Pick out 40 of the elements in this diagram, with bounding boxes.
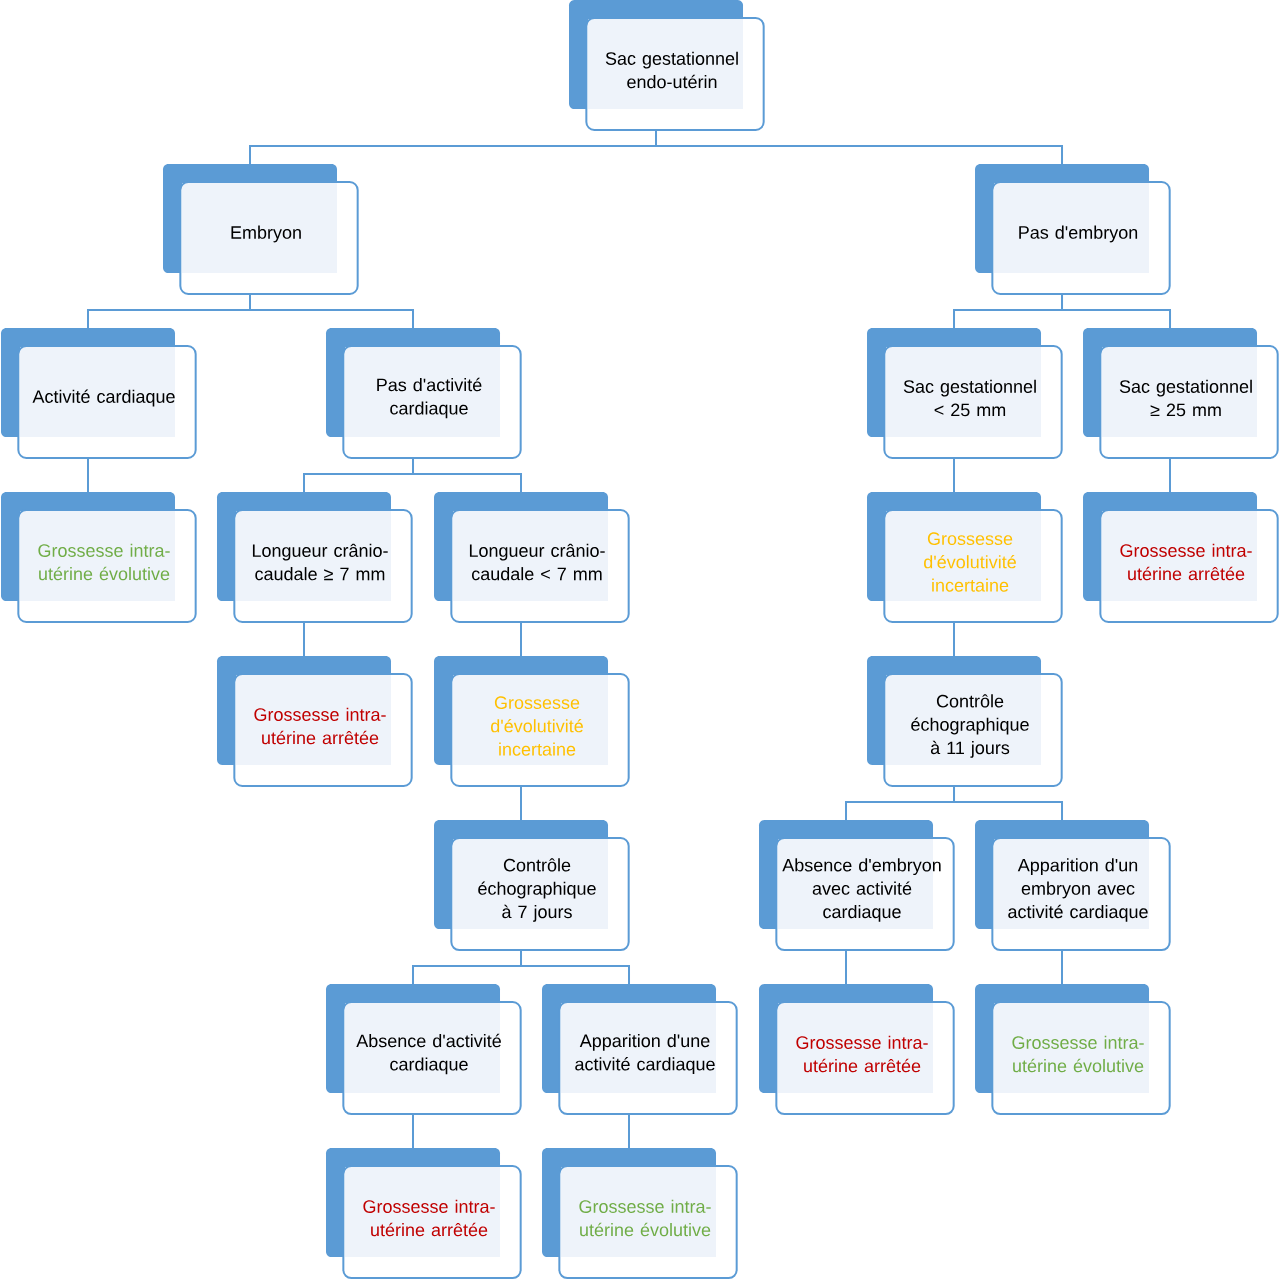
process-box: Grossesse intra-utérine évolutive: [1, 492, 197, 623]
process-box: Grossesse intra-utérine évolutive: [975, 984, 1171, 1115]
process-box: Pas d'embryon: [975, 164, 1171, 295]
connector-line: [628, 1113, 630, 1149]
process-box: Apparition d'un embryon avec activité cardiaque: [975, 820, 1171, 951]
connector-line: [953, 457, 955, 493]
connector-line: [520, 785, 522, 821]
connector-line: [1169, 457, 1171, 493]
connector-line: [953, 785, 1063, 821]
connector-line: [87, 457, 89, 493]
process-box: Longueur crânio-caudale ≥ 7 mm: [217, 492, 413, 623]
process-box: Grossesse intra-utérine évolutive: [542, 1148, 738, 1279]
connector-line: [303, 621, 305, 657]
connector-line: [845, 949, 847, 985]
connector-line: [520, 949, 630, 985]
process-box: Grossesse intra-utérine arrêtée: [217, 656, 413, 787]
process-box: Longueur crânio-caudale < 7 mm: [434, 492, 630, 623]
process-box: Grossesse d'évolutivité incertaine: [434, 656, 630, 787]
process-box: Contrôle échographique à 7 jours: [434, 820, 630, 951]
connector-line: [520, 621, 522, 657]
process-box: Activité cardiaque: [1, 328, 197, 459]
connector-line: [953, 621, 955, 657]
process-box: Absence d'embryon avec activité cardiaque: [759, 820, 955, 951]
process-box: Sac gestationnel ≥ 25 mm: [1083, 328, 1279, 459]
process-box: Grossesse intra-utérine arrêtée: [326, 1148, 522, 1279]
process-box: Apparition d'une activité cardiaque: [542, 984, 738, 1115]
connector-line: [1061, 949, 1063, 985]
process-box: Sac gestationnel < 25 mm: [867, 328, 1063, 459]
process-box: Grossesse intra-utérine arrêtée: [1083, 492, 1279, 623]
process-box: Pas d'activité cardiaque: [326, 328, 522, 459]
connector-line: [1061, 293, 1171, 329]
process-box: Contrôle échographique à 11 jours: [867, 656, 1063, 787]
connector-line: [249, 293, 414, 329]
process-box: Embryon: [163, 164, 359, 295]
process-box: Grossesse d'évolutivité incertaine: [867, 492, 1063, 623]
connector-line: [412, 457, 522, 493]
process-box: Grossesse intra-utérine arrêtée: [759, 984, 955, 1115]
connector-line: [412, 1113, 414, 1149]
process-box: Sac gestationnel endo-utérin: [569, 0, 765, 131]
process-box: Absence d'activité cardiaque: [326, 984, 522, 1115]
